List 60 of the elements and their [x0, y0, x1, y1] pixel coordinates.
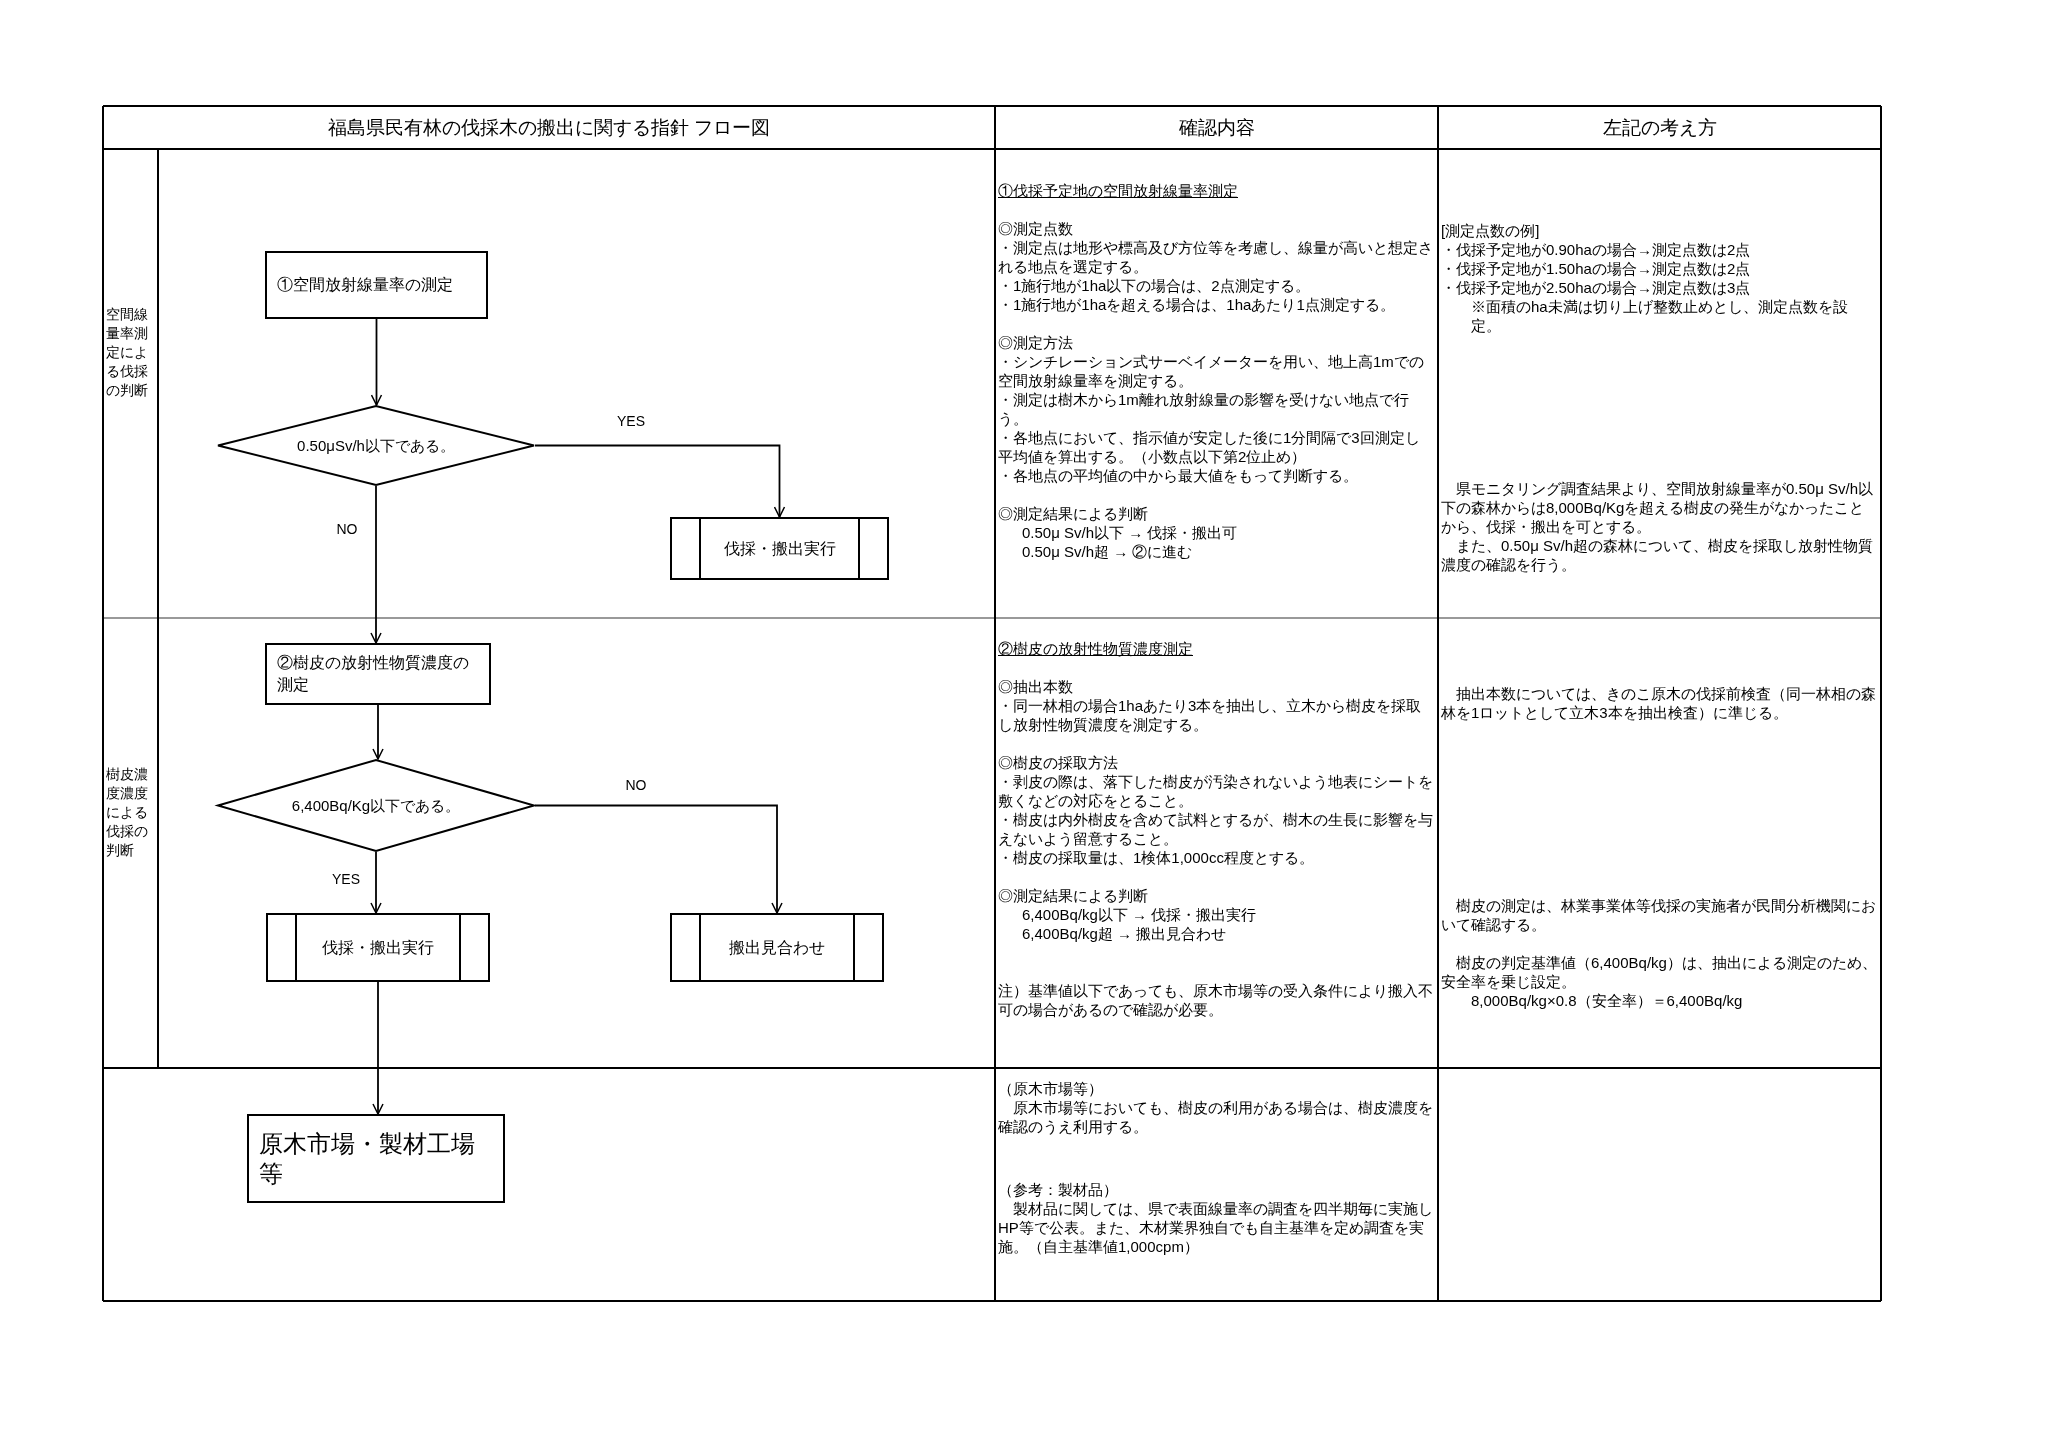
note-text: ◎測定点数 — [998, 219, 1074, 238]
edge-label: YES — [316, 869, 376, 889]
note-text: （参考：製材品） — [998, 1180, 1119, 1199]
row-label: 空間線量率測定による伐採の判断 — [106, 305, 149, 400]
edge-label: YES — [601, 411, 661, 431]
note-text: [測定点数の例] — [1441, 221, 1541, 240]
note-text: ・同一林相の場合1haあたり3本を抽出し、立木から樹皮を採取し放射性物質濃度を測定する。 — [998, 696, 1423, 734]
note-text: 樹皮の測定は、林業事業体等伐採の実施者が民間分析機関において確認する。 — [1441, 896, 1877, 934]
table-header: 福島県民有林の伐採木の搬出に関する指針 フロー図 — [326, 115, 772, 140]
note-text: ・伐採予定地が0.90haの場合→測定点数は2点 — [1441, 240, 1752, 259]
note-text: ・伐採予定地が2.50haの場合→測定点数は3点 — [1441, 278, 1752, 297]
decision-diamond: 6,400Bq/Kg以下である。 — [217, 759, 535, 852]
note-text: ・剥皮の際は、落下した樹皮が汚染されないよう地表にシートを敷くなどの対応をとること。 — [998, 772, 1434, 810]
note-text: ・各地点の平均値の中から最大値をもって判断する。 — [998, 466, 1359, 485]
note-text: 注）基準値以下であっても、原木市場等の受入条件により搬入不可の場合があるので確認が必要。 — [998, 981, 1434, 1019]
process-box: ②樹皮の放射性物質濃度の測定 — [265, 643, 491, 705]
decision-diamond: 0.50μSv/h以下である。 — [217, 405, 535, 486]
process-box: ①空間放射線量率の測定 — [265, 251, 488, 319]
note-text: ※面積のha未満は切り上げ整数止めとし、測定点数を設定。 — [1470, 297, 1849, 335]
subprocess-box: 伐採・搬出実行 — [670, 517, 889, 580]
note-text: 6,400Bq/kg以下 → 伐採・搬出実行 — [1021, 905, 1258, 924]
column-header: 確認内容 — [1177, 115, 1256, 140]
note-text: 0.50μ Sv/h超 → ②に進む — [1021, 542, 1194, 561]
arrow — [372, 704, 384, 760]
arrow — [370, 318, 383, 406]
subprocess-box: 搬出見合わせ — [670, 913, 884, 982]
process-box: 原木市場・製材工場等 — [247, 1114, 505, 1203]
note-text: 0.50μ Sv/h以下 → 伐採・搬出可 — [1021, 523, 1239, 542]
note-text: （原木市場等） — [998, 1079, 1104, 1098]
note-text: ◎抽出本数 — [998, 677, 1074, 696]
note-text: 樹皮の判定基準値（6,400Bq/kg）は、抽出による測定のため、安全率を乗じ設定。 — [1441, 953, 1877, 991]
arrow — [370, 485, 382, 644]
note-text: ◎樹皮の採取方法 — [998, 753, 1119, 772]
note-text: ・測定点は地形や標高及び方位等を考慮し、線量が高いと想定される地点を選定する。 — [998, 238, 1434, 276]
arrow — [534, 444, 786, 518]
note-text: 原木市場等においても、樹皮の利用がある場合は、樹皮濃度を確認のうえ利用する。 — [998, 1098, 1434, 1136]
note-text: また、0.50μ Sv/h超の森林について、樹皮を採取し放射性物質濃度の確認を行う。 — [1441, 536, 1875, 574]
arrow — [372, 981, 384, 1115]
note-text: ・樹皮の採取量は、1検体1,000cc程度とする。 — [998, 848, 1315, 867]
note-text: 6,400Bq/kg超 → 搬出見合わせ — [1021, 924, 1228, 943]
note-text: 県モニタリング調査結果より、空間放射線量率が0.50μ Sv/h以下の森林からは8,000Bq/Kgを超える樹皮の発生がなかったことから、伐採・搬出を可とする。 — [1441, 479, 1875, 536]
note-text: ・樹皮は内外樹皮を含めて試料とするが、樹木の生長に影響を与えないよう留意すること。 — [998, 810, 1434, 848]
note-text: ・伐採予定地が1.50haの場合→測定点数は2点 — [1441, 259, 1752, 278]
note-text: ◎測定結果による判断 — [998, 504, 1149, 523]
row-label: 樹皮濃度濃度による伐採の判断 — [106, 765, 149, 860]
column-header: 左記の考え方 — [1601, 115, 1718, 140]
note-text: 8,000Bq/kg×0.8（安全率）＝6,400Bq/kg — [1470, 991, 1744, 1010]
section-heading: ②樹皮の放射性物質濃度測定 — [998, 639, 1194, 658]
note-text: ・各地点において、指示値が安定した後に1分間隔で3回測定し平均値を算出する。（小数点以下第2位止め） — [998, 428, 1421, 466]
arrow — [370, 851, 382, 914]
note-text: 製材品に関しては、県で表面線量率の調査を四半期毎に実施しHP等で公表。また、木材業界独自でも自主基準を定め調査を実施。（自主基準値1,000cpm） — [998, 1199, 1434, 1256]
note-text: ・測定は樹木から1m離れ放射線量の影響を受けない地点で行う。 — [998, 390, 1410, 428]
note-text: ◎測定方法 — [998, 333, 1074, 352]
note-text: ・1施行地が1ha以下の場合は、2点測定する。 — [998, 276, 1311, 295]
section-heading: ①伐採予定地の空間放射線量率測定 — [998, 181, 1239, 200]
subprocess-box: 伐採・搬出実行 — [266, 913, 490, 982]
note-text: ・シンチレーション式サーベイメーターを用い、地上高1mでの空間放射線量率を測定する。 — [998, 352, 1425, 390]
note-text: ◎測定結果による判断 — [998, 886, 1149, 905]
note-text: 抽出本数については、きのこ原木の伐採前検査（同一林相の森林を1ロットとして立木3本を抽出検査）に準じる。 — [1441, 684, 1877, 722]
note-text: ・1施行地が1haを超える場合は、1haあたり1点測定する。 — [998, 295, 1396, 314]
